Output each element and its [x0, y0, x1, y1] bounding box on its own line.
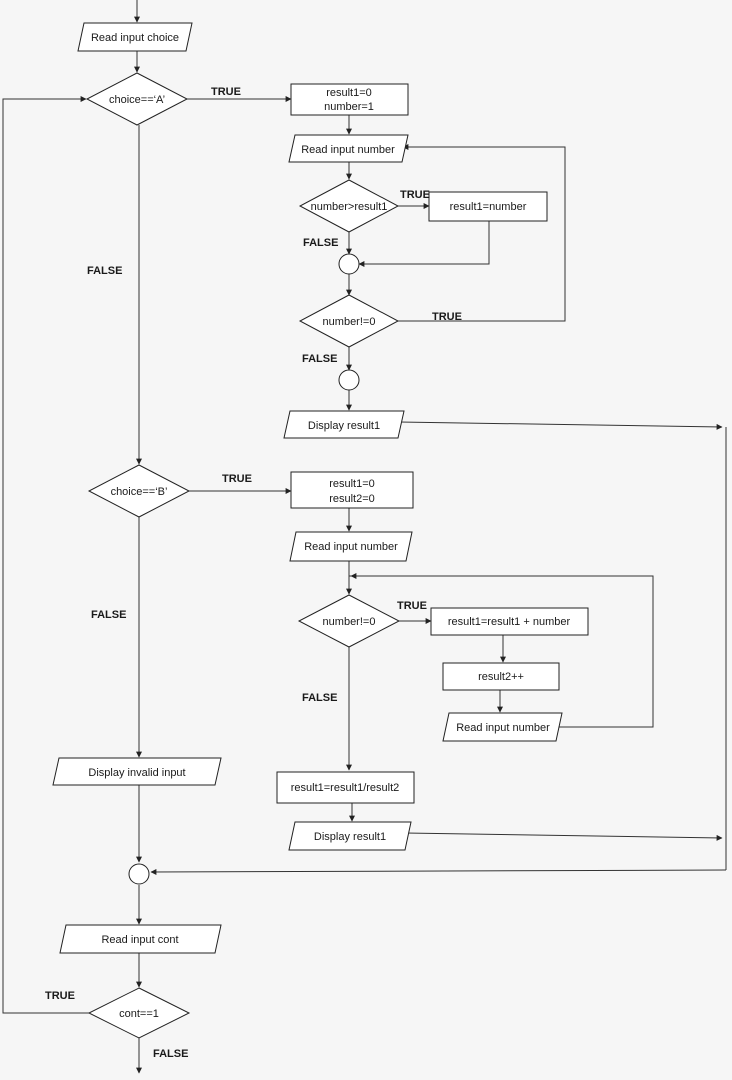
edge-right-to-junction	[150, 868, 727, 875]
node-b-display: Display result1	[288, 821, 412, 851]
node-label-line-2: result2=0	[329, 493, 375, 505]
node-label: result1=number	[450, 201, 527, 213]
node-label: Read input cont	[101, 934, 178, 946]
node-label-line-2: number=1	[324, 101, 374, 113]
node-label: cont==1	[119, 1008, 159, 1020]
junction-merge	[128, 863, 150, 885]
node-label: Read input choice	[91, 32, 179, 44]
node-label: choice==‘A’	[109, 94, 165, 106]
node-label: Read input number	[456, 722, 550, 734]
node-label: result1=result1/result2	[291, 782, 400, 794]
decision-cont: cont==1	[87, 987, 191, 1039]
decision-choice-a: choice==‘A’	[85, 72, 189, 126]
junction-a-2	[338, 369, 360, 391]
node-label: Display invalid input	[88, 767, 185, 779]
edge-label-a-false: FALSE	[87, 265, 122, 277]
node-b-count: result2++	[442, 662, 560, 691]
edge-labels: TRUE FALSE TRUE FALSE TRUE FALSE TRUE FA…	[45, 86, 462, 1060]
edge-cont-true-loop	[2, 96, 89, 1014]
edge-label-a-nz-true: TRUE	[432, 311, 462, 323]
node-invalid-display: Display invalid input	[52, 757, 222, 786]
node-label: Read input number	[301, 144, 395, 156]
edge-label-gt-true: TRUE	[400, 189, 430, 201]
node-b-sum: result1=result1 + number	[430, 607, 589, 636]
node-label: number!=0	[323, 316, 376, 328]
node-b-read-number-2: Read input number	[442, 712, 563, 742]
node-label: number>result1	[311, 201, 388, 213]
edge-display-b-to-right	[404, 832, 723, 841]
junction-a-1	[338, 253, 360, 275]
node-read-cont: Read input cont	[59, 924, 222, 954]
node-label: result2++	[478, 671, 524, 683]
decision-choice-b: choice==‘B’	[87, 464, 191, 518]
node-a-assign: result1=number	[428, 191, 548, 222]
edge-display-a-to-right	[398, 421, 723, 430]
edge-label-cont-false: FALSE	[153, 1048, 188, 1060]
decision-a-number-nonzero: number!=0	[298, 294, 400, 348]
edge-label-gt-false: FALSE	[303, 237, 338, 249]
node-label-line-1: result1=0	[326, 87, 372, 99]
node-read-choice: Read input choice	[77, 22, 193, 52]
edge-label-b-nz-false: FALSE	[302, 692, 337, 704]
edge-label-b-true: TRUE	[222, 473, 252, 485]
edge-label-a-nz-false: FALSE	[302, 353, 337, 365]
node-label: result1=result1 + number	[448, 616, 571, 628]
node-b-init: result1=0 result2=0	[290, 471, 414, 509]
node-label: number!=0	[323, 616, 376, 628]
edge-assign-to-junction	[358, 221, 490, 267]
edge-label-b-false: FALSE	[91, 609, 126, 621]
decision-number-gt-result1: number>result1	[298, 179, 400, 233]
edge-b-loop-back	[349, 575, 654, 728]
node-label: Display result1	[308, 420, 380, 432]
node-b-read-number: Read input number	[289, 531, 413, 562]
edge-label-b-nz-true: TRUE	[397, 600, 427, 612]
edge-label-cont-true: TRUE	[45, 990, 75, 1002]
node-b-average: result1=result1/result2	[276, 771, 415, 804]
node-a-display: Display result1	[283, 410, 405, 439]
decision-b-number-nonzero: number!=0	[297, 594, 401, 648]
edge-label-a-true: TRUE	[211, 86, 241, 98]
node-label: Display result1	[314, 831, 386, 843]
node-a-init: result1=0 number=1	[290, 83, 409, 116]
node-label-line-1: result1=0	[329, 478, 375, 490]
node-a-read-number: Read input number	[288, 134, 409, 163]
node-label: choice==‘B’	[111, 486, 168, 498]
node-label: Read input number	[304, 541, 398, 553]
edge-a-nz-true-loop	[398, 144, 566, 322]
